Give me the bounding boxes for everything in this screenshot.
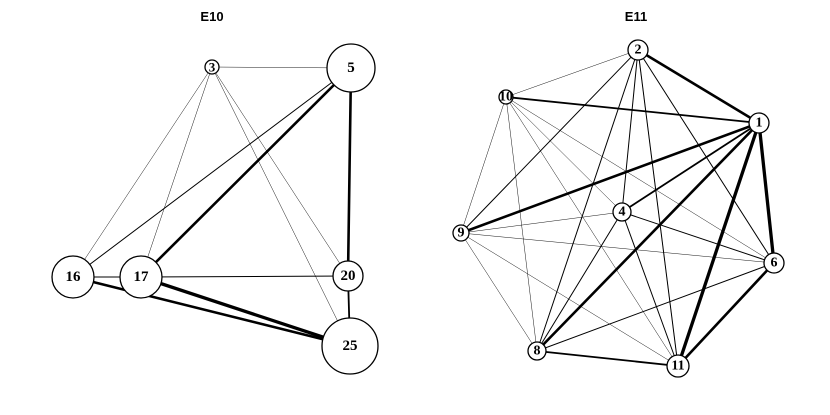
node-label: 4 <box>619 205 626 220</box>
node-label: 8 <box>534 344 541 359</box>
node-circle <box>748 112 770 134</box>
edge-1-4 <box>621 122 760 213</box>
edge-10-8 <box>505 96 538 352</box>
edge-2-4 <box>621 49 639 213</box>
edge-8-11 <box>536 350 679 367</box>
node-6: 6 <box>763 252 785 274</box>
edge-3-16 <box>72 66 213 278</box>
node-10: 10 <box>498 89 514 105</box>
edge-6-8 <box>536 262 775 352</box>
node-8: 8 <box>527 341 547 361</box>
edge-layer <box>71 66 353 348</box>
edge-10-11 <box>505 96 679 367</box>
edge-3-20 <box>211 66 349 277</box>
node-9: 9 <box>452 224 470 242</box>
edge-layer <box>459 48 776 368</box>
node-circle <box>51 255 95 299</box>
node-5: 5 <box>326 43 376 93</box>
node-16: 16 <box>51 255 95 299</box>
edge-1-8 <box>535 121 761 353</box>
node-circle <box>666 354 690 378</box>
node-label: 2 <box>635 43 642 58</box>
node-label: 5 <box>347 60 355 76</box>
node-layer: 3 5 16 17 20 25 <box>51 43 379 375</box>
edge-2-11 <box>637 49 679 367</box>
node-label: 11 <box>671 359 684 374</box>
node-circle <box>119 255 163 299</box>
node-4: 4 <box>612 202 632 222</box>
edge-10-1 <box>505 96 760 124</box>
node-1: 1 <box>748 112 770 134</box>
node-circle <box>321 317 379 375</box>
node-circle <box>332 260 364 292</box>
node-25: 25 <box>321 317 379 375</box>
node-2: 2 <box>627 39 649 61</box>
edge-5-20 <box>346 66 353 278</box>
edge-9-11 <box>460 232 679 367</box>
edge-10-9 <box>460 96 507 234</box>
edge-17-20 <box>140 275 349 278</box>
node-circle <box>627 39 649 61</box>
node-17: 17 <box>119 255 163 299</box>
node-3: 3 <box>204 59 220 75</box>
node-circle <box>763 252 785 274</box>
node-11: 11 <box>666 354 690 378</box>
node-circle <box>498 89 514 105</box>
edge-2-1 <box>636 48 761 125</box>
edge-9-4 <box>460 211 623 234</box>
edge-9-6 <box>460 232 775 264</box>
edge-1-9 <box>459 121 761 235</box>
node-circle <box>326 43 376 93</box>
edge-3-17 <box>140 66 213 278</box>
edge-2-10 <box>505 49 639 98</box>
edge-1-6 <box>757 121 776 265</box>
node-label: 9 <box>458 226 465 241</box>
node-circle <box>452 224 470 242</box>
edge-2-9 <box>460 49 639 234</box>
edge-9-8 <box>460 232 538 352</box>
node-circle <box>612 202 632 222</box>
graph-panel-e11: E11 1 2 4 6 8 9 10 11 <box>452 9 785 378</box>
node-20: 20 <box>332 260 364 292</box>
node-circle <box>527 341 547 361</box>
node-label: 25 <box>343 338 358 354</box>
node-label: 6 <box>771 256 778 271</box>
graph-title: E11 <box>625 9 647 24</box>
edge-5-16 <box>72 67 352 278</box>
edge-10-6 <box>505 96 775 264</box>
node-label: 10 <box>499 90 513 105</box>
edge-16-25 <box>71 275 352 348</box>
edge-6-11 <box>676 261 776 368</box>
edge-4-6 <box>621 211 775 264</box>
node-label: 20 <box>341 268 356 284</box>
node-layer: 1 2 4 6 8 9 10 11 <box>452 39 785 378</box>
edge-3-25 <box>211 66 351 347</box>
graph-title: E10 <box>200 9 223 24</box>
edge-4-11 <box>621 211 679 367</box>
edge-2-8 <box>536 49 639 352</box>
node-label: 1 <box>756 116 763 131</box>
node-circle <box>204 59 220 75</box>
node-label: 17 <box>134 269 150 285</box>
edge-10-4 <box>505 96 623 213</box>
node-label: 3 <box>209 60 216 75</box>
edge-17-25 <box>139 275 352 348</box>
graph-panel-e10: E10 3 5 16 17 20 25 <box>51 9 379 375</box>
edge-4-8 <box>536 211 623 352</box>
node-label: 16 <box>66 269 82 285</box>
edge-5-17 <box>139 66 353 279</box>
